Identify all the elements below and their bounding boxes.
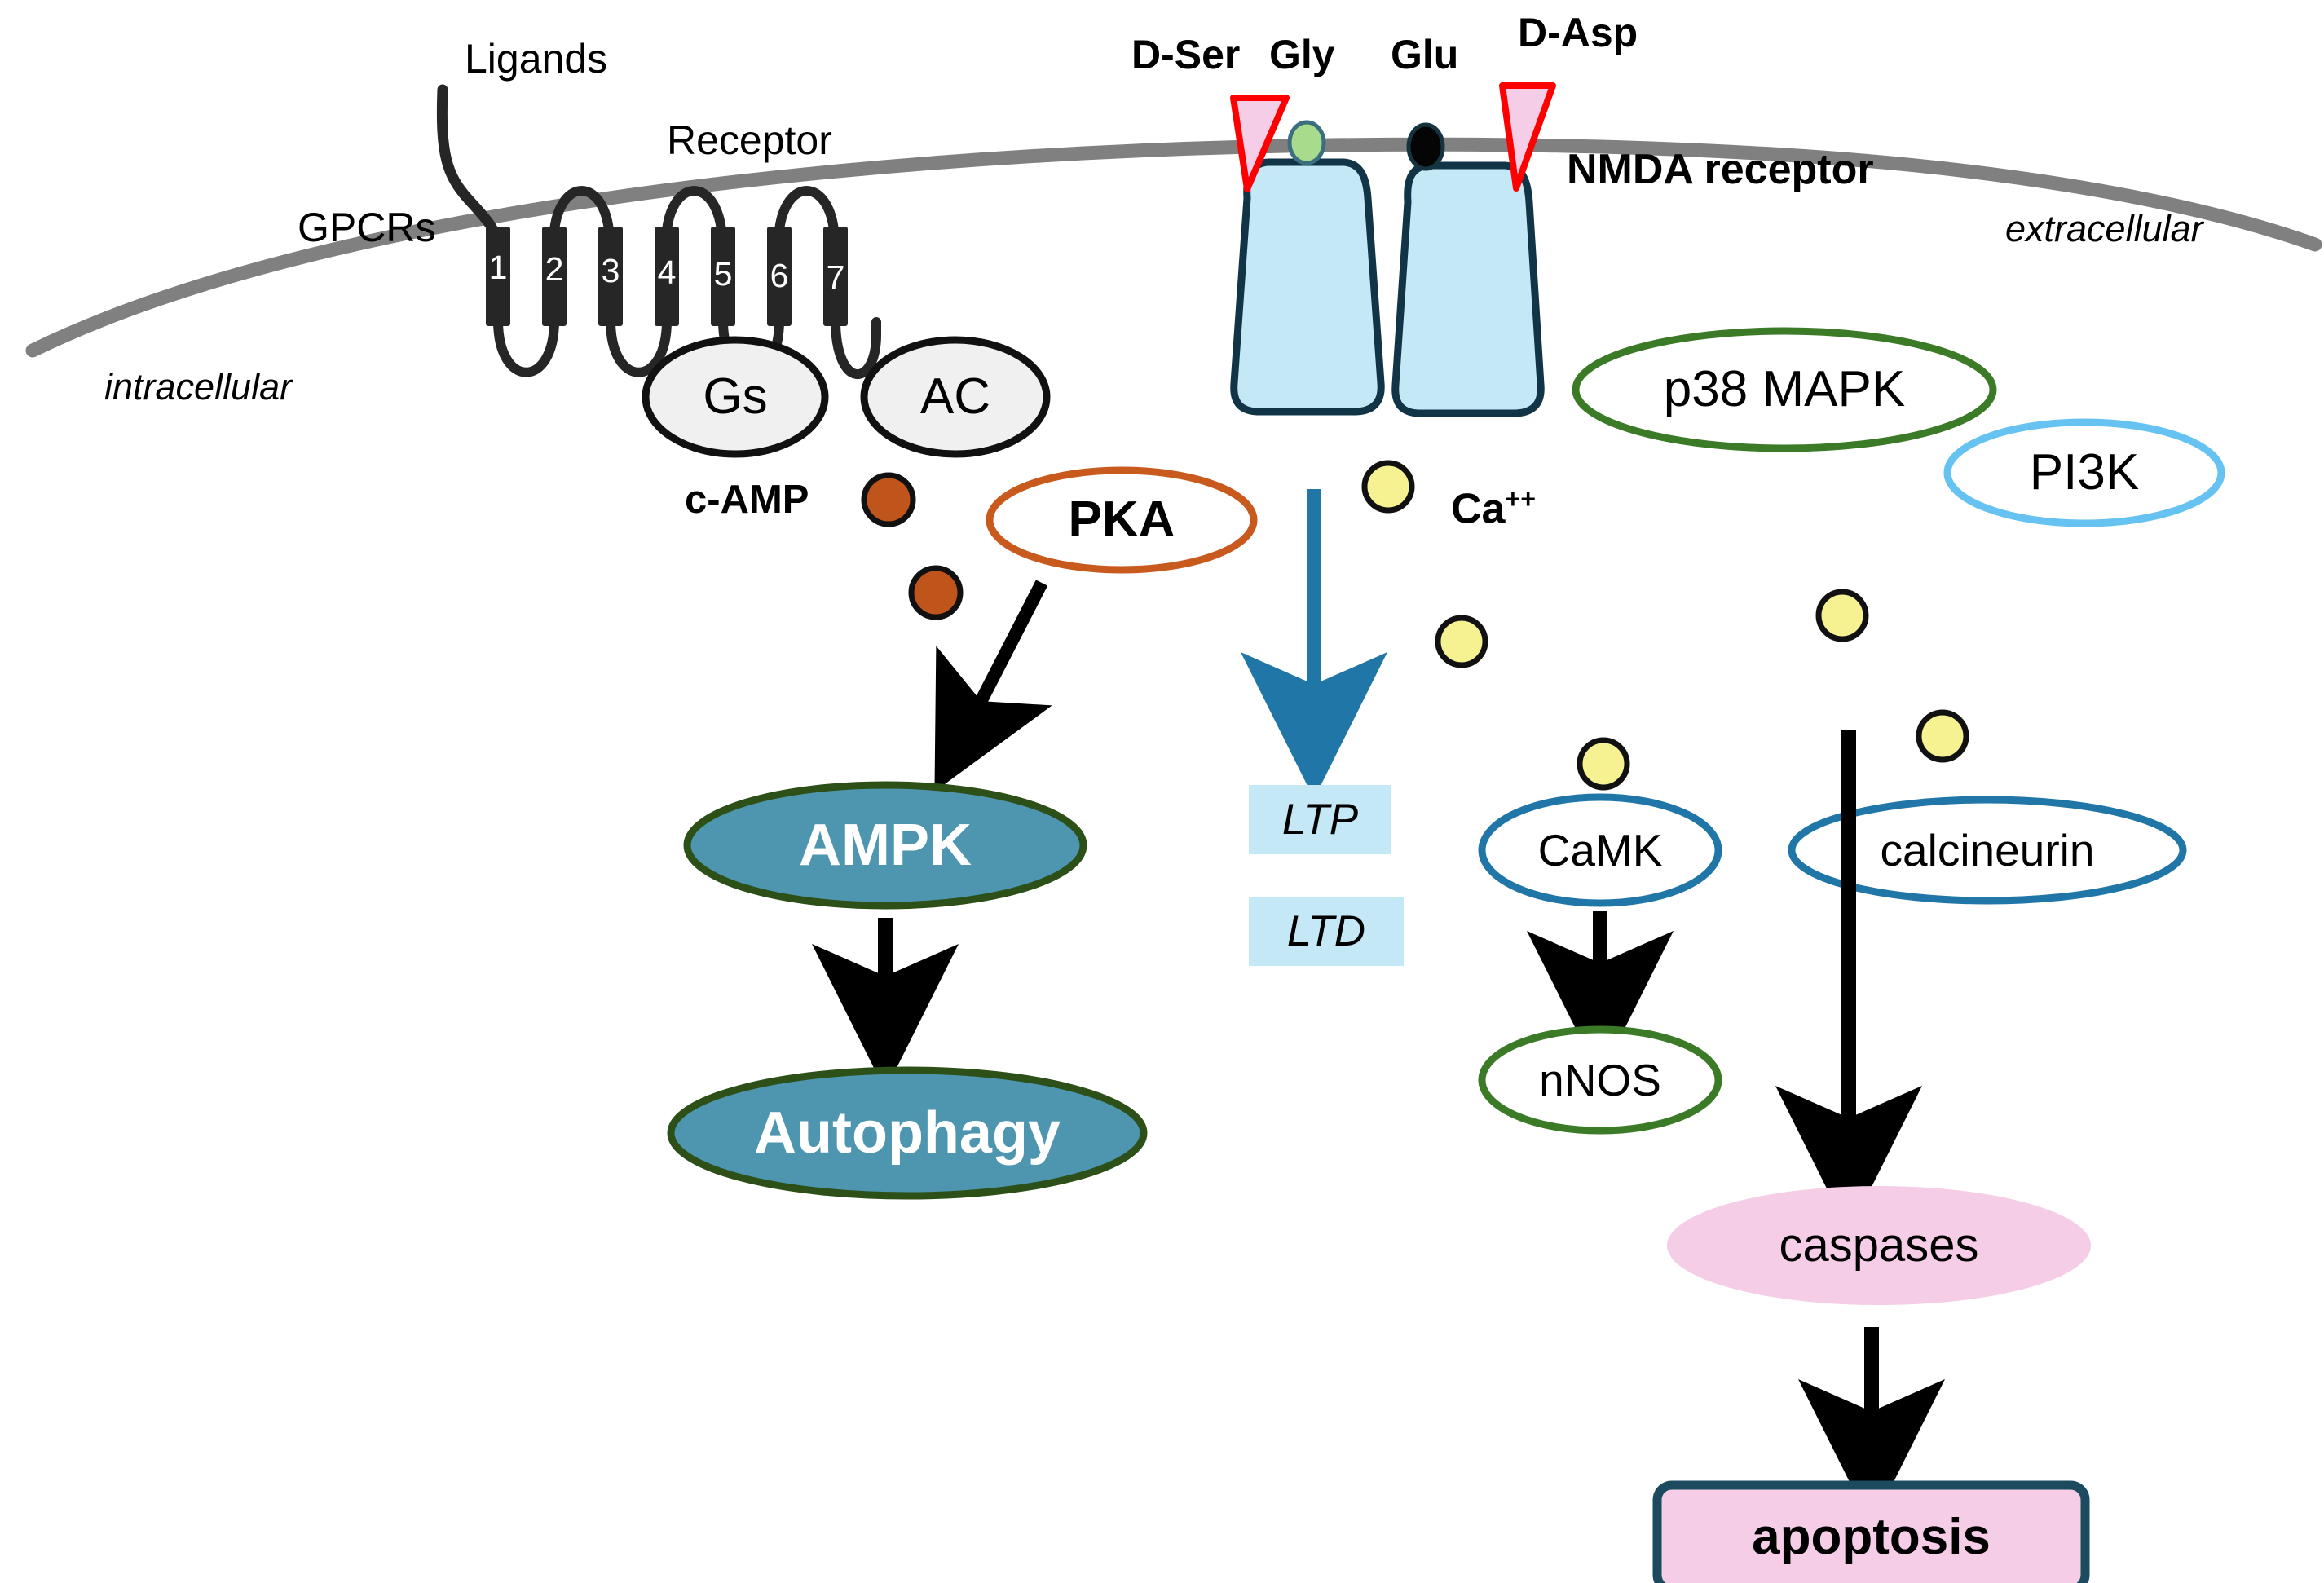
calcium-dot-3-icon bbox=[1815, 589, 1869, 642]
camp-label: c-AMP bbox=[685, 478, 809, 522]
receptor-label: Receptor bbox=[667, 117, 832, 163]
gpcrs-label: GPCRs bbox=[298, 205, 436, 250]
gpcr-loop-i1 bbox=[493, 320, 559, 377]
nmda-subunit-right bbox=[1391, 161, 1545, 417]
calcium-symbol: Ca bbox=[1451, 485, 1506, 533]
camp-dot-2-icon bbox=[908, 565, 964, 620]
gpcr-helix-3 bbox=[598, 227, 623, 326]
intracellular-label: intracellular bbox=[104, 366, 293, 408]
camk-node[interactable] bbox=[1478, 793, 1722, 907]
caspases-node[interactable] bbox=[1667, 1186, 2091, 1305]
gpcr-loop-e3 bbox=[774, 186, 840, 245]
ltd-box[interactable] bbox=[1249, 897, 1404, 966]
nmda-receptor-label: NMDA receptor bbox=[1567, 146, 1874, 193]
arrow-pka-to-ampk bbox=[934, 580, 1052, 792]
gly-binding-site-icon bbox=[1287, 120, 1326, 165]
gpcr-helix-4 bbox=[655, 227, 679, 326]
calcium-dot-2-icon bbox=[1435, 615, 1488, 668]
ac-node[interactable] bbox=[860, 336, 1051, 458]
gpcr-loop-i2 bbox=[606, 320, 672, 377]
d-asp-label: D-Asp bbox=[1518, 10, 1638, 55]
ampk-node[interactable] bbox=[683, 781, 1087, 910]
camp-dot-1-icon bbox=[861, 472, 916, 527]
gpcr-helix-2 bbox=[542, 227, 567, 326]
gpcr-helix-7 bbox=[823, 227, 848, 326]
gpcr-receptor bbox=[436, 84, 881, 379]
pi3k-node[interactable] bbox=[1943, 418, 2225, 527]
calcium-charge: ++ bbox=[1505, 484, 1537, 514]
p38-mapk-node[interactable] bbox=[1572, 327, 1997, 452]
pka-node[interactable] bbox=[986, 466, 1258, 574]
calcium-dot-4-icon bbox=[1577, 737, 1630, 791]
gpcr-c-terminus bbox=[831, 315, 881, 379]
gpcr-helix-1 bbox=[486, 227, 510, 326]
d-asp-triangle-icon bbox=[1499, 82, 1556, 192]
nnos-node[interactable] bbox=[1478, 1025, 1722, 1135]
gpcr-helix-6 bbox=[767, 227, 792, 326]
calcium-dot-5-icon bbox=[1916, 709, 1969, 763]
apoptosis-node[interactable] bbox=[1652, 1480, 2090, 1583]
glu-binding-site-icon bbox=[1406, 122, 1445, 171]
glu-label: Glu bbox=[1391, 32, 1459, 77]
ligands-label: Ligands bbox=[465, 36, 608, 82]
d-ser-triangle-icon bbox=[1230, 95, 1290, 192]
autophagy-node[interactable] bbox=[667, 1066, 1148, 1200]
ltp-box[interactable] bbox=[1249, 785, 1391, 854]
nmda-receptor bbox=[1230, 82, 1556, 417]
gly-label: Gly bbox=[1269, 32, 1335, 77]
calcium-dot-1-icon bbox=[1361, 460, 1415, 514]
gpcr-loop-e2 bbox=[661, 186, 727, 245]
calcium-label: Ca++ bbox=[1451, 486, 1536, 530]
calcineurin-node[interactable] bbox=[1788, 796, 2187, 905]
nmda-subunit-left bbox=[1230, 158, 1385, 416]
extracellular-label: extracellular bbox=[2005, 208, 2203, 249]
gs-node[interactable] bbox=[642, 336, 829, 458]
d-ser-label: D-Ser bbox=[1131, 32, 1241, 77]
gpcr-loop-e1 bbox=[549, 186, 615, 245]
gpcr-helix-5 bbox=[711, 227, 735, 326]
